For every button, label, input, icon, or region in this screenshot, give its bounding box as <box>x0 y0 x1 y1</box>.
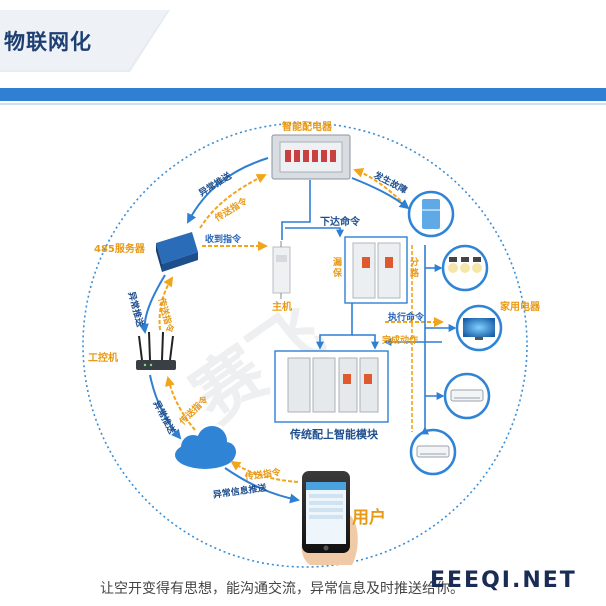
cloud-icon <box>175 426 236 469</box>
branch-label: 分路 <box>410 258 420 279</box>
traditional-module-box <box>274 350 389 423</box>
air-conditioner-icon <box>443 372 491 420</box>
smartphone-icon <box>301 471 358 565</box>
fridge-icon <box>407 190 455 238</box>
arrow-issue <box>285 227 344 238</box>
server-485-icon <box>156 232 198 272</box>
header-rule-thin <box>0 103 606 105</box>
line-breaker-module-2 <box>352 334 379 350</box>
user-label: 用户 <box>352 508 386 528</box>
server-485-label: 485服务器 <box>94 244 145 255</box>
receive-command-label: 收到指令 <box>205 235 242 245</box>
host-label: 主机 <box>272 302 292 313</box>
breaker-box <box>344 236 408 304</box>
footer-caption: 让空开变得有思想，能沟通交流，异常信息及时推送给你。 <box>100 581 464 597</box>
arrow-fault <box>353 167 406 206</box>
arrow-command-cloud <box>164 376 196 431</box>
line-box-down <box>281 180 311 240</box>
site-watermark: EEEQI.NET <box>430 568 577 593</box>
issue-command-label: 下达命令 <box>320 217 360 228</box>
appliances-label: 家用电器 <box>500 302 540 313</box>
execute-command-label: 执行命令 <box>388 313 425 323</box>
distribution-box-icon <box>271 134 351 180</box>
tv-icon <box>455 304 503 352</box>
header: 物联网化 <box>0 0 606 78</box>
arrow-abnormal-top <box>187 157 269 224</box>
arrow-command-left <box>158 276 174 331</box>
arrow-abnormal-left <box>138 274 166 334</box>
ac-unit-icon <box>409 428 457 476</box>
host-module-icon <box>272 241 291 299</box>
distribution-box-label: 智能配电器 <box>282 122 332 133</box>
arrow-box-fridge <box>351 177 410 210</box>
page-title: 物联网化 <box>4 30 92 54</box>
header-rule <box>0 88 606 101</box>
arrow-command-user <box>230 460 299 483</box>
industrial-pc-label: 工控机 <box>88 353 118 364</box>
arrow-command-top <box>199 174 267 229</box>
industrial-pc-icon <box>136 331 176 370</box>
arrow-abnormal-cloud <box>149 374 182 440</box>
light-bulbs-icon <box>441 244 489 292</box>
complete-action-label: 完成动作 <box>382 336 419 346</box>
network-ring <box>82 122 528 568</box>
title-tab-shape <box>0 10 170 72</box>
traditional-module-label: 传统配上智能模块 <box>290 428 378 441</box>
line-breaker-module <box>316 303 353 350</box>
arrow-abnormal-info <box>224 467 300 504</box>
leakage-label: 漏保 <box>333 258 343 279</box>
